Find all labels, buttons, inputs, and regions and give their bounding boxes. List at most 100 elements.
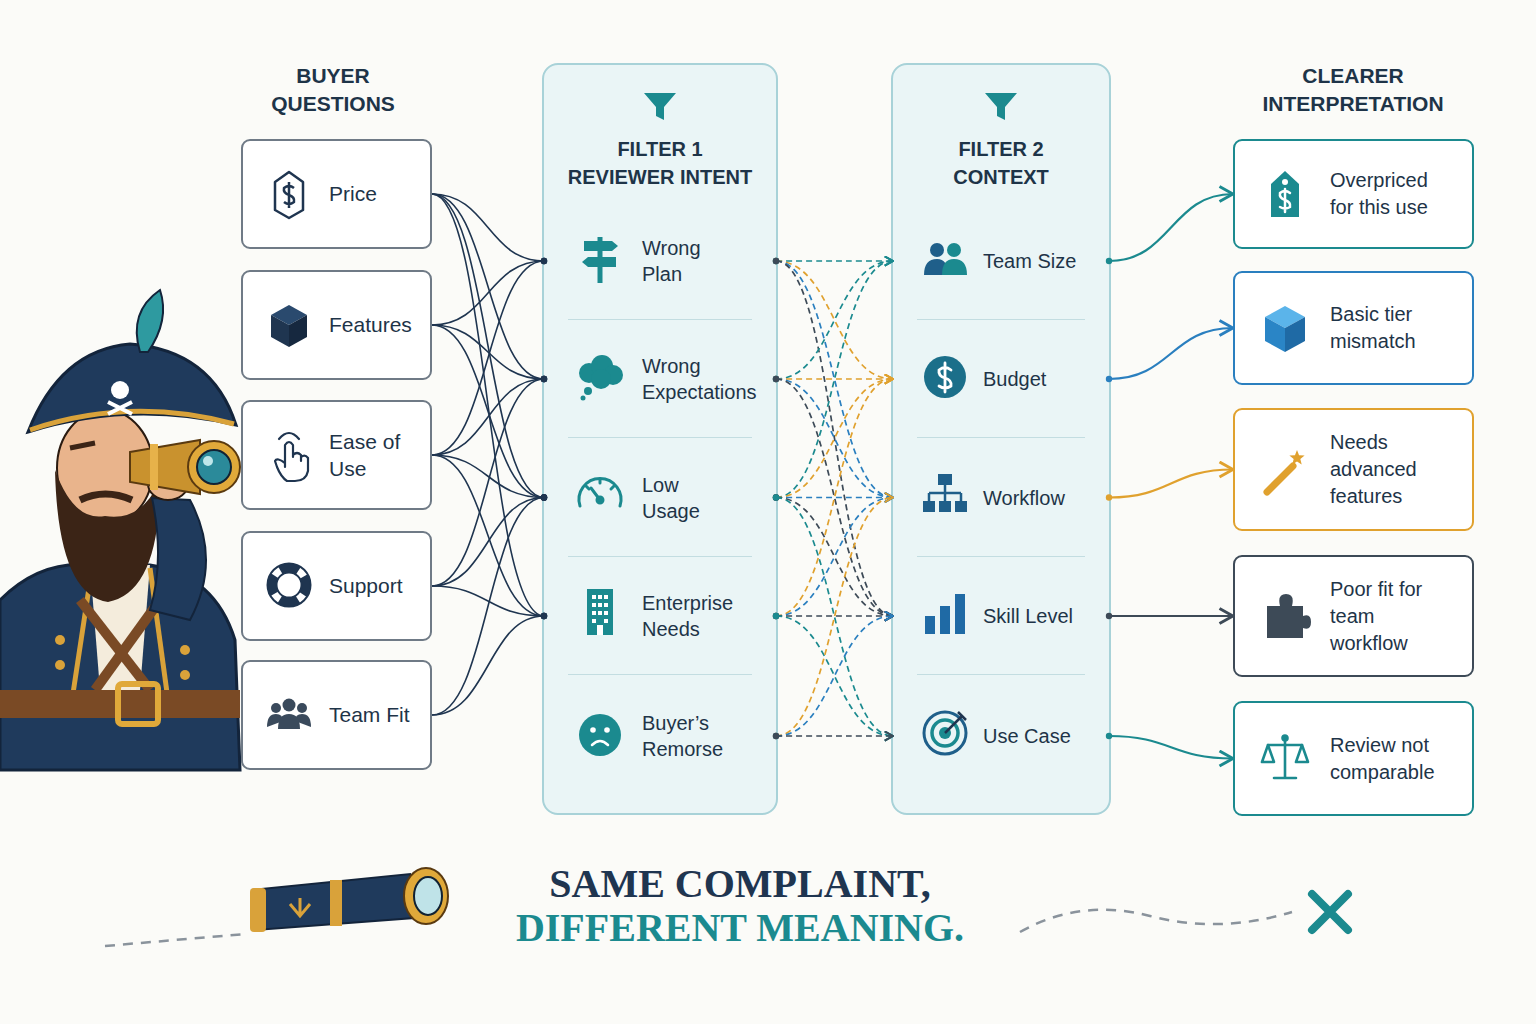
connector-line bbox=[432, 455, 544, 498]
price-tag-icon bbox=[275, 172, 303, 218]
interpretation-box: Overpriced for this use bbox=[1233, 139, 1474, 249]
connector-line bbox=[776, 261, 893, 379]
question-text: Price bbox=[329, 180, 417, 207]
target-icon bbox=[924, 712, 966, 754]
target-icon-part bbox=[939, 727, 951, 739]
cube-icon-part bbox=[271, 315, 289, 347]
bottom-spyglass-part bbox=[105, 934, 245, 946]
connector-line bbox=[776, 261, 893, 379]
bar-chart-icon-part bbox=[925, 616, 935, 634]
connector-line bbox=[776, 260, 893, 262]
context-row: Workflow bbox=[893, 438, 1109, 557]
team-icon-part bbox=[267, 714, 283, 727]
cube-icon-part bbox=[1265, 306, 1305, 328]
connector-line bbox=[432, 498, 544, 587]
connector-dot bbox=[773, 494, 779, 500]
connector-line bbox=[776, 616, 893, 736]
connector-line bbox=[776, 497, 893, 499]
team-icon-part bbox=[283, 699, 296, 712]
panel-heading: FILTER 2 CONTEXT bbox=[941, 135, 1061, 191]
connector-line bbox=[776, 261, 893, 616]
pirate-illustration-part bbox=[130, 440, 200, 494]
coin-icon bbox=[924, 356, 966, 398]
building-icon-part bbox=[592, 619, 596, 623]
context-row: Team Size bbox=[893, 202, 1109, 320]
intent-text: Wrong Plan bbox=[642, 235, 722, 287]
org-chart-icon-part bbox=[939, 501, 951, 512]
intent-text: Wrong Expectations bbox=[642, 353, 772, 405]
connector-line bbox=[432, 325, 544, 498]
question-box: Price bbox=[241, 139, 432, 249]
connector-dot bbox=[773, 494, 779, 500]
pirate-illustration-part bbox=[30, 411, 234, 430]
connector-dot bbox=[541, 376, 547, 382]
building-icon-part bbox=[604, 595, 608, 599]
connector-line bbox=[776, 379, 893, 498]
thought-cloud-icon-part bbox=[581, 396, 586, 401]
connector-dot bbox=[773, 376, 779, 382]
cube-icon-part bbox=[289, 315, 307, 347]
lifebuoy-icon-part bbox=[277, 573, 302, 598]
thought-cloud-icon-part bbox=[584, 387, 592, 395]
pirate-illustration-part bbox=[55, 635, 65, 645]
connector-dot bbox=[773, 733, 779, 739]
context-text: Skill Level bbox=[983, 603, 1109, 629]
pirate-illustration-part bbox=[85, 520, 130, 570]
pointer-hand-icon bbox=[275, 433, 308, 481]
connector-line bbox=[776, 379, 893, 498]
signpost-icon-part bbox=[584, 241, 618, 251]
funnel-icon-part bbox=[985, 93, 1017, 120]
bottom-spyglass-part bbox=[250, 888, 266, 932]
context-text: Use Case bbox=[983, 723, 1109, 749]
signpost-icon-part bbox=[582, 257, 616, 267]
building-icon bbox=[587, 589, 613, 635]
pointer-hand-icon-part bbox=[275, 442, 308, 481]
thought-cloud-icon-part bbox=[579, 363, 599, 383]
thought-cloud-icon-part bbox=[591, 355, 613, 377]
building-icon-part bbox=[598, 595, 602, 599]
scales-icon bbox=[1262, 736, 1308, 779]
connector-line bbox=[432, 379, 544, 455]
connector-dot bbox=[773, 733, 779, 739]
connector-dot bbox=[773, 494, 779, 500]
bottom-spyglass-part bbox=[414, 877, 442, 915]
column-heading: BUYER QUESTIONS bbox=[243, 62, 423, 119]
pirate-illustration-part bbox=[90, 565, 150, 690]
org-chart-icon-part bbox=[929, 485, 961, 501]
connector-line bbox=[776, 261, 893, 498]
org-chart-icon bbox=[923, 474, 967, 512]
pirate-illustration-part bbox=[95, 600, 160, 690]
pirate-illustration-part bbox=[150, 568, 168, 700]
coin-icon-part bbox=[939, 363, 951, 392]
bar-chart-icon-part bbox=[955, 594, 965, 634]
context-row: Skill Level bbox=[893, 557, 1109, 675]
people-icon-part bbox=[924, 259, 948, 275]
intent-text: Buyer’s Remorse bbox=[642, 710, 742, 762]
scales-icon-part bbox=[1262, 745, 1308, 762]
coin-icon-part bbox=[924, 356, 966, 398]
funnel-icon bbox=[644, 93, 676, 120]
gauge-icon-part bbox=[586, 479, 614, 489]
connector-dot bbox=[773, 258, 779, 264]
connector-dot bbox=[1106, 613, 1112, 619]
cube-icon-part bbox=[1265, 317, 1285, 352]
bottom-spyglass-part bbox=[1312, 894, 1348, 930]
intent-row: Wrong Plan bbox=[544, 202, 776, 320]
people-icon bbox=[924, 243, 967, 275]
cube-icon bbox=[271, 305, 307, 347]
pirate-illustration-part bbox=[0, 690, 240, 718]
connector-dot bbox=[541, 376, 547, 382]
connector-line bbox=[432, 586, 544, 616]
thought-cloud-icon bbox=[579, 355, 623, 401]
connector-dot bbox=[1106, 258, 1112, 264]
gauge-icon bbox=[579, 479, 621, 506]
pirate-illustration-part bbox=[150, 498, 206, 620]
connector-dot bbox=[773, 258, 779, 264]
connector-line bbox=[776, 615, 893, 617]
connector-dot bbox=[773, 376, 779, 382]
connector-line bbox=[776, 498, 893, 737]
connector-dot bbox=[541, 258, 547, 264]
connector-dot bbox=[541, 376, 547, 382]
pirate-illustration-part bbox=[28, 344, 236, 432]
